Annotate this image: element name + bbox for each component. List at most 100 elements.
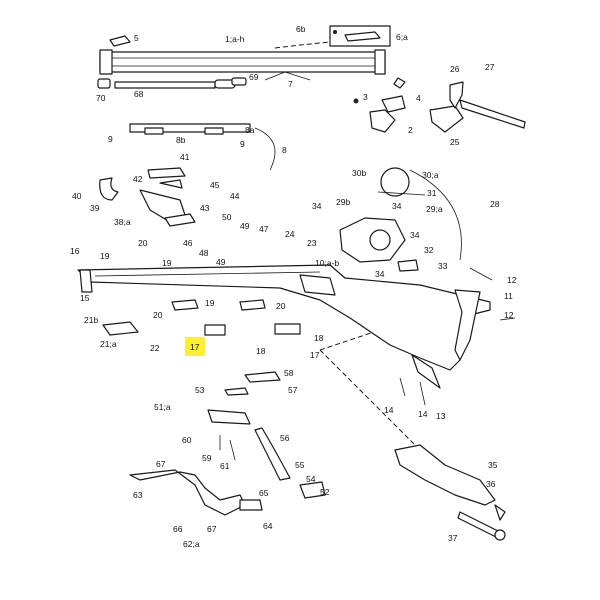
label-30b: 30b [352, 168, 366, 178]
label-65: 65 [259, 488, 269, 498]
label-27: 27 [485, 62, 495, 72]
label-24: 24 [285, 229, 295, 239]
label-26: 26 [450, 64, 460, 74]
ramrod [97, 77, 247, 89]
label-17b: 17 [310, 350, 320, 360]
label-33: 33 [438, 261, 448, 271]
label-2: 2 [408, 125, 413, 135]
label-9a: 9 [108, 134, 113, 144]
label-37: 37 [448, 533, 458, 543]
label-42: 42 [133, 174, 143, 184]
label-7: 7 [288, 79, 293, 89]
buttplate [394, 444, 506, 541]
label-9b: 9 [240, 139, 245, 149]
label-13: 13 [436, 411, 446, 421]
label-28: 28 [490, 199, 500, 209]
label-19a: 19 [100, 251, 110, 261]
label-29b: 29b [336, 197, 350, 207]
label-68: 68 [134, 89, 144, 99]
label-55: 55 [295, 460, 305, 470]
sear-assembly [99, 167, 196, 227]
label-52: 52 [320, 487, 330, 497]
label-1: 1;a-h [225, 34, 245, 44]
label-20b: 20 [276, 301, 286, 311]
label-43: 43 [200, 203, 210, 213]
rib-assembly [129, 123, 276, 171]
label-67b: 67 [207, 524, 217, 534]
trigger-assembly [129, 371, 326, 516]
label-59: 59 [202, 453, 212, 463]
label-6a: 6;a [396, 32, 408, 42]
label-34b: 34 [392, 201, 402, 211]
label-29a: 29;a [426, 204, 443, 214]
label-32: 32 [424, 245, 434, 255]
label-64: 64 [263, 521, 273, 531]
stock [77, 264, 491, 371]
label-41: 41 [180, 152, 190, 162]
label-19c: 19 [205, 298, 215, 308]
label-60: 60 [182, 435, 192, 445]
label-38: 38;a [114, 217, 131, 227]
label-23: 23 [307, 238, 317, 248]
label-35: 35 [488, 460, 498, 470]
label-40: 40 [72, 191, 82, 201]
label-10: 10;a-b [315, 258, 339, 268]
label-34c: 34 [410, 230, 420, 240]
label-12b: 12 [504, 310, 514, 320]
label-56: 56 [280, 433, 290, 443]
label-45: 45 [210, 180, 220, 190]
small-parts-top [109, 25, 391, 47]
label-15: 15 [80, 293, 90, 303]
callout-labels: 5 1;a-h 6b 6;a 7 70 68 69 3 4 2 26 27 25… [70, 24, 517, 549]
label-50: 50 [222, 212, 232, 222]
label-67a: 67 [156, 459, 166, 469]
label-14b: 14 [418, 409, 428, 419]
label-12a: 12 [507, 275, 517, 285]
label-14a: 14 [384, 405, 394, 415]
inlets [102, 299, 301, 336]
label-11: 11 [504, 291, 513, 301]
lockplate [339, 167, 462, 272]
label-61: 61 [220, 461, 230, 471]
label-48: 48 [199, 248, 209, 258]
highlight-17 [185, 337, 205, 356]
label-62: 62;a [183, 539, 200, 549]
label-69: 69 [249, 72, 259, 82]
label-39: 39 [90, 203, 100, 213]
label-8b: 8b [176, 135, 186, 145]
label-4: 4 [416, 93, 421, 103]
label-53: 53 [195, 385, 205, 395]
label-18b: 18 [314, 333, 324, 343]
label-66: 66 [173, 524, 183, 534]
label-21b: 21b [84, 315, 98, 325]
label-36: 36 [486, 479, 496, 489]
barrel [99, 49, 386, 81]
label-70: 70 [96, 93, 106, 103]
label-34d: 34 [375, 269, 385, 279]
label-46: 46 [183, 238, 193, 248]
label-44: 44 [230, 191, 240, 201]
lock-parts [353, 77, 526, 133]
label-5: 5 [134, 33, 139, 43]
label-6b: 6b [296, 24, 306, 34]
label-20a: 20 [138, 238, 148, 248]
label-17a: 17 [190, 342, 200, 352]
label-21a: 21;a [100, 339, 117, 349]
screws-right [399, 267, 516, 406]
label-63: 63 [133, 490, 143, 500]
label-20c: 20 [153, 310, 163, 320]
label-25: 25 [450, 137, 460, 147]
label-57: 57 [288, 385, 298, 395]
label-16: 16 [70, 246, 80, 256]
label-18a: 18 [256, 346, 266, 356]
label-51: 51;a [154, 402, 171, 412]
label-19b: 19 [162, 258, 172, 268]
label-22: 22 [150, 343, 160, 353]
label-49b: 49 [216, 257, 226, 267]
label-47: 47 [259, 224, 269, 234]
label-58: 58 [284, 368, 294, 378]
label-54: 54 [306, 474, 316, 484]
label-34a: 34 [312, 201, 322, 211]
